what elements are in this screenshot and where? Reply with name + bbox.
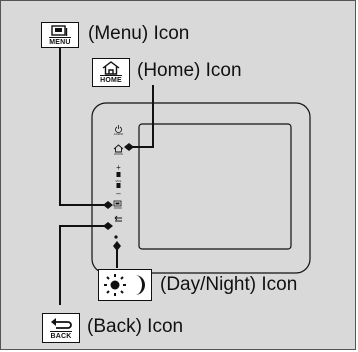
vol-minus: – [116,189,121,198]
day-night-marker [113,241,121,251]
home-icon-label: (Home) Icon [137,60,242,81]
home-leader [127,85,154,148]
day-night-icon [98,269,152,301]
day-night-glyph [104,274,145,296]
display-screen [138,123,292,250]
display-unit-outline [91,102,311,274]
side-button-column: AUDIO + VOL – [113,125,124,240]
menu-leader [59,46,107,206]
day-night-icon-label: (Day/Night) Icon [160,274,298,295]
back-glyph [51,317,72,329]
power-icon [115,125,122,133]
leader-markers [103,143,134,251]
vol-block-1 [116,172,121,177]
small-day-night-icon [114,234,123,240]
vol-plus: + [116,163,121,172]
menu-marker [103,201,113,209]
back-icon-label: (Back) Icon [87,316,184,337]
vol-caption: VOL [115,179,121,183]
back-marker [103,222,113,230]
small-back-icon [114,215,122,222]
home-marker [124,143,134,151]
menu-icon-label: (Menu) Icon [88,23,190,44]
back-icon-caption: BACK [50,330,72,340]
menu-icon: MENU [41,22,79,48]
back-icon: BACK [42,313,80,343]
power-caption: AUDIO [114,132,124,136]
home-glyph [102,61,120,75]
vol-block-2 [116,183,121,188]
menu-icon-caption: MENU [49,36,71,46]
home-icon: HOME [92,58,130,87]
menu-glyph [51,24,68,36]
home-icon-caption: HOME [100,75,122,84]
small-menu-icon [113,200,122,209]
small-home-icon [113,144,124,155]
back-leader [59,225,107,305]
